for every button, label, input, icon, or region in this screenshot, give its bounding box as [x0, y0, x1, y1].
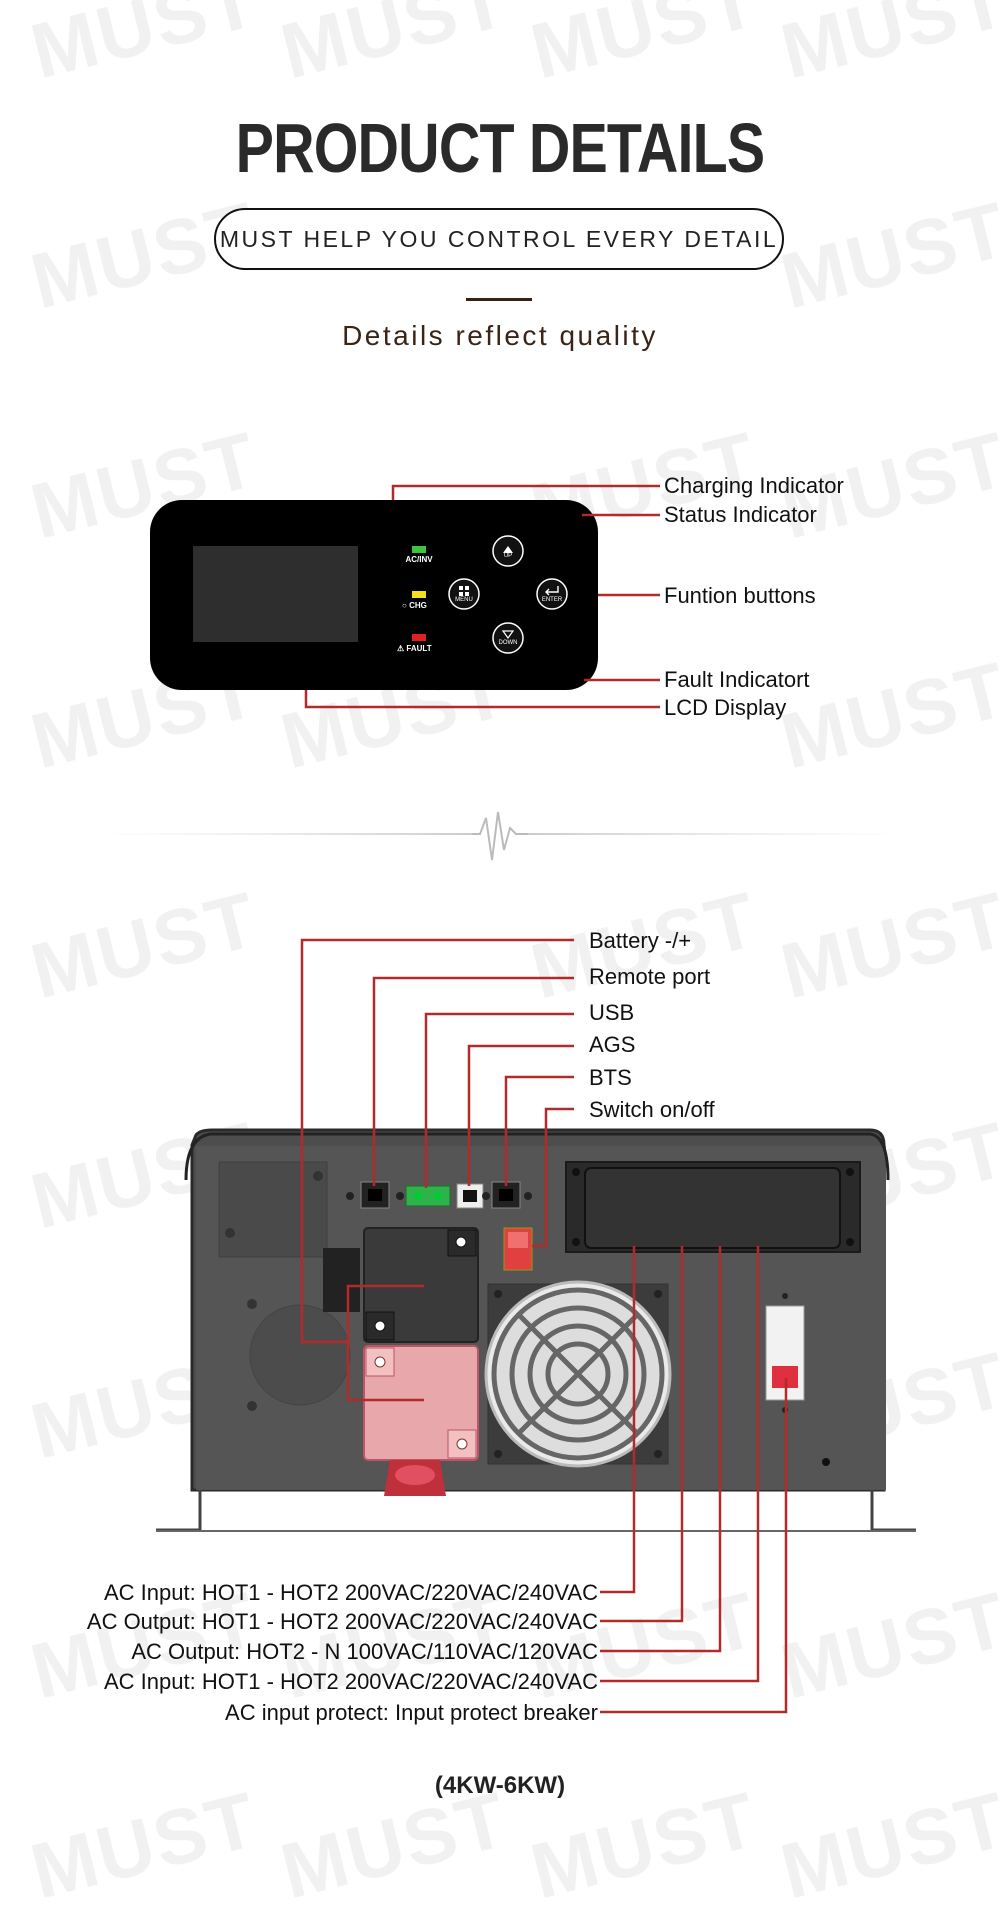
control-panel-diagram	[150, 484, 660, 709]
callout-remote-port: Remote port	[589, 964, 711, 989]
rear-panel-diagram	[156, 938, 916, 1714]
ac-terminal-cover	[565, 1161, 861, 1253]
power-switch-icon	[503, 1227, 533, 1271]
fault-indicator-label: ⚠ FAULT	[397, 644, 432, 653]
chg-indicator-label: ○ CHG	[402, 601, 427, 610]
callout-ac-output-1: AC Output: HOT1 - HOT2 200VAC/220VAC/240…	[86, 1609, 598, 1634]
menu-button-icon	[448, 578, 480, 610]
ac-inv-indicator-label: AC/INV	[405, 555, 433, 564]
callout-fault-indicator: Fault Indicatort	[664, 667, 810, 692]
cooling-fan-icon	[484, 1280, 672, 1468]
up-button-label: UP	[503, 553, 513, 559]
down-button-icon	[492, 622, 524, 654]
ac-inv-led	[412, 546, 426, 553]
tagline-pill: MUST HELP YOU CONTROL EVERY DETAIL	[214, 208, 784, 270]
usb-connector-icon	[405, 1185, 451, 1207]
callout-ags: AGS	[589, 1032, 636, 1057]
watermark-logo: MUST	[772, 184, 1000, 326]
callout-function-buttons: Funtion buttons	[664, 583, 816, 608]
callout-charging-indicator: Charging Indicator	[664, 473, 844, 498]
watermark-logo: MUST	[22, 0, 267, 96]
callout-status-indicator: Status Indicator	[664, 502, 817, 527]
watermark-logo: MUST	[772, 0, 1000, 96]
callout-usb: USB	[589, 1000, 635, 1025]
fault-led	[412, 634, 426, 641]
callout-battery: Battery -/+	[589, 928, 692, 953]
divider-dash	[466, 298, 532, 301]
remote-port-icon	[360, 1181, 390, 1209]
callout-ac-output-2: AC Output: HOT2 - N 100VAC/110VAC/120VAC	[131, 1639, 598, 1664]
up-button-icon	[492, 535, 524, 567]
fault-text: FAULT	[406, 644, 432, 653]
ags-port-icon	[456, 1183, 484, 1209]
watermark-logo: MUST	[272, 0, 517, 96]
enter-button-icon	[536, 578, 568, 610]
tagline-text: MUST HELP YOU CONTROL EVERY DETAIL	[219, 225, 779, 252]
callout-lcd-display: LCD Display	[664, 695, 787, 720]
down-button-label: DOWN	[498, 640, 518, 646]
callout-ac-protect: AC input protect: Input protect breaker	[225, 1700, 598, 1725]
bts-port-icon	[491, 1181, 521, 1209]
callout-bts: BTS	[589, 1065, 632, 1090]
page-title: PRODUCT DETAILS	[235, 109, 766, 187]
lcd-screen	[193, 546, 358, 642]
callout-ac-input-1: AC Input: HOT1 - HOT2 200VAC/220VAC/240V…	[104, 1580, 598, 1605]
battery-positive-terminal	[363, 1345, 479, 1496]
callout-ac-input-2: AC Input: HOT1 - HOT2 200VAC/220VAC/240V…	[104, 1669, 598, 1694]
chg-led	[412, 591, 426, 598]
chg-text: CHG	[409, 601, 427, 610]
page-subtitle: Details reflect quality	[342, 320, 658, 351]
enter-button-label: ENTER	[541, 597, 563, 603]
model-range-caption: (4KW-6KW)	[434, 1772, 566, 1799]
callout-switch: Switch on/off	[589, 1097, 715, 1122]
pulse-divider	[100, 811, 900, 861]
watermark-logo: MUST	[522, 0, 767, 96]
menu-button-label: MENU	[455, 597, 473, 603]
